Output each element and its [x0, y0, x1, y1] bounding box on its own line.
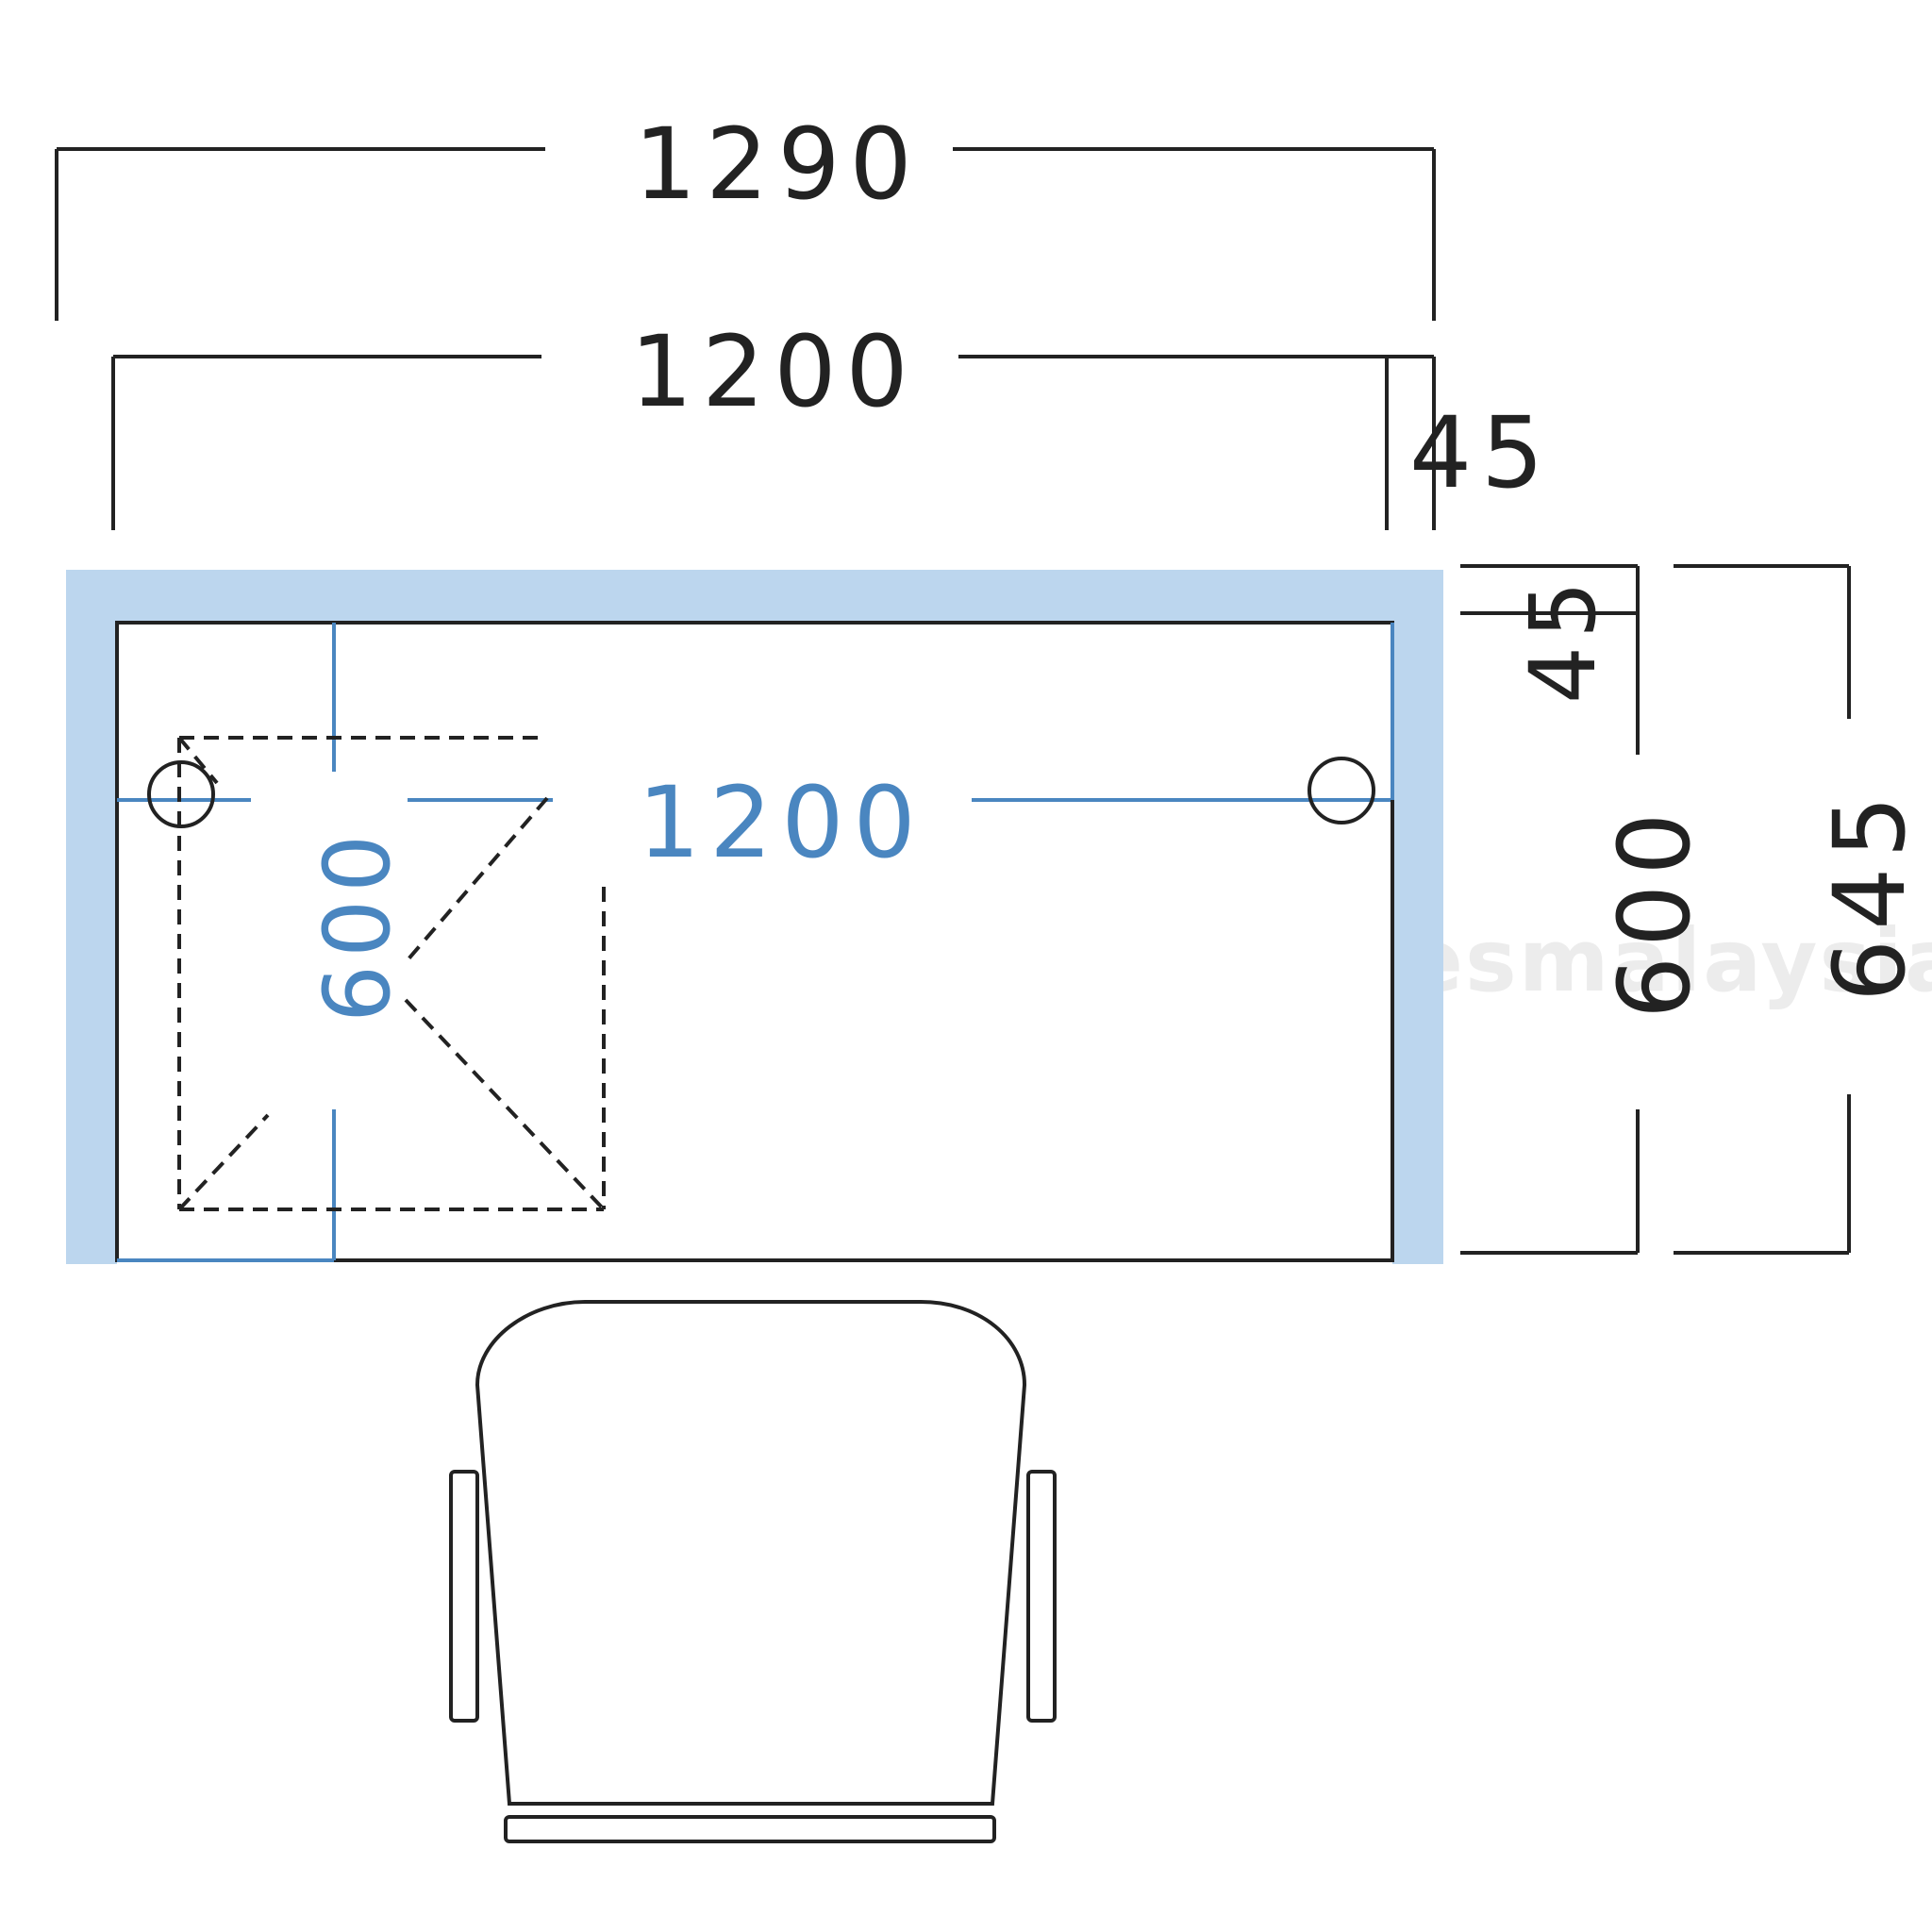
frame-top-bar	[66, 570, 1443, 623]
dimension-top-width	[111, 355, 1436, 530]
pedestal-dashed-outline	[177, 736, 606, 1211]
frame-left-leg	[66, 570, 117, 1264]
dimension-right-side	[1460, 564, 1851, 1255]
chair-armrest-right	[1026, 1470, 1057, 1723]
chair	[449, 1300, 1057, 1843]
label-45-side: 45	[1510, 574, 1616, 704]
dimension-overall-width	[55, 147, 1436, 321]
label-1290: 1290	[634, 107, 922, 222]
label-45-top: 45	[1409, 395, 1553, 510]
chair-armrest-left	[449, 1470, 479, 1723]
grommet-right	[1307, 757, 1375, 824]
frame-right-leg	[1392, 570, 1443, 1264]
label-600-side: 600	[1597, 803, 1712, 1019]
dimension-inner-blue	[117, 623, 1394, 1262]
label-1200-inner: 1200	[638, 765, 925, 880]
desk-top-outline	[115, 621, 1394, 1262]
desk-frame	[66, 570, 1443, 1264]
chair-seat	[475, 1300, 1027, 1806]
label-1200-top: 1200	[630, 314, 918, 429]
label-600-inner: 600	[305, 827, 410, 1023]
chair-back	[504, 1815, 996, 1843]
label-645-side: 645	[1812, 786, 1927, 1002]
